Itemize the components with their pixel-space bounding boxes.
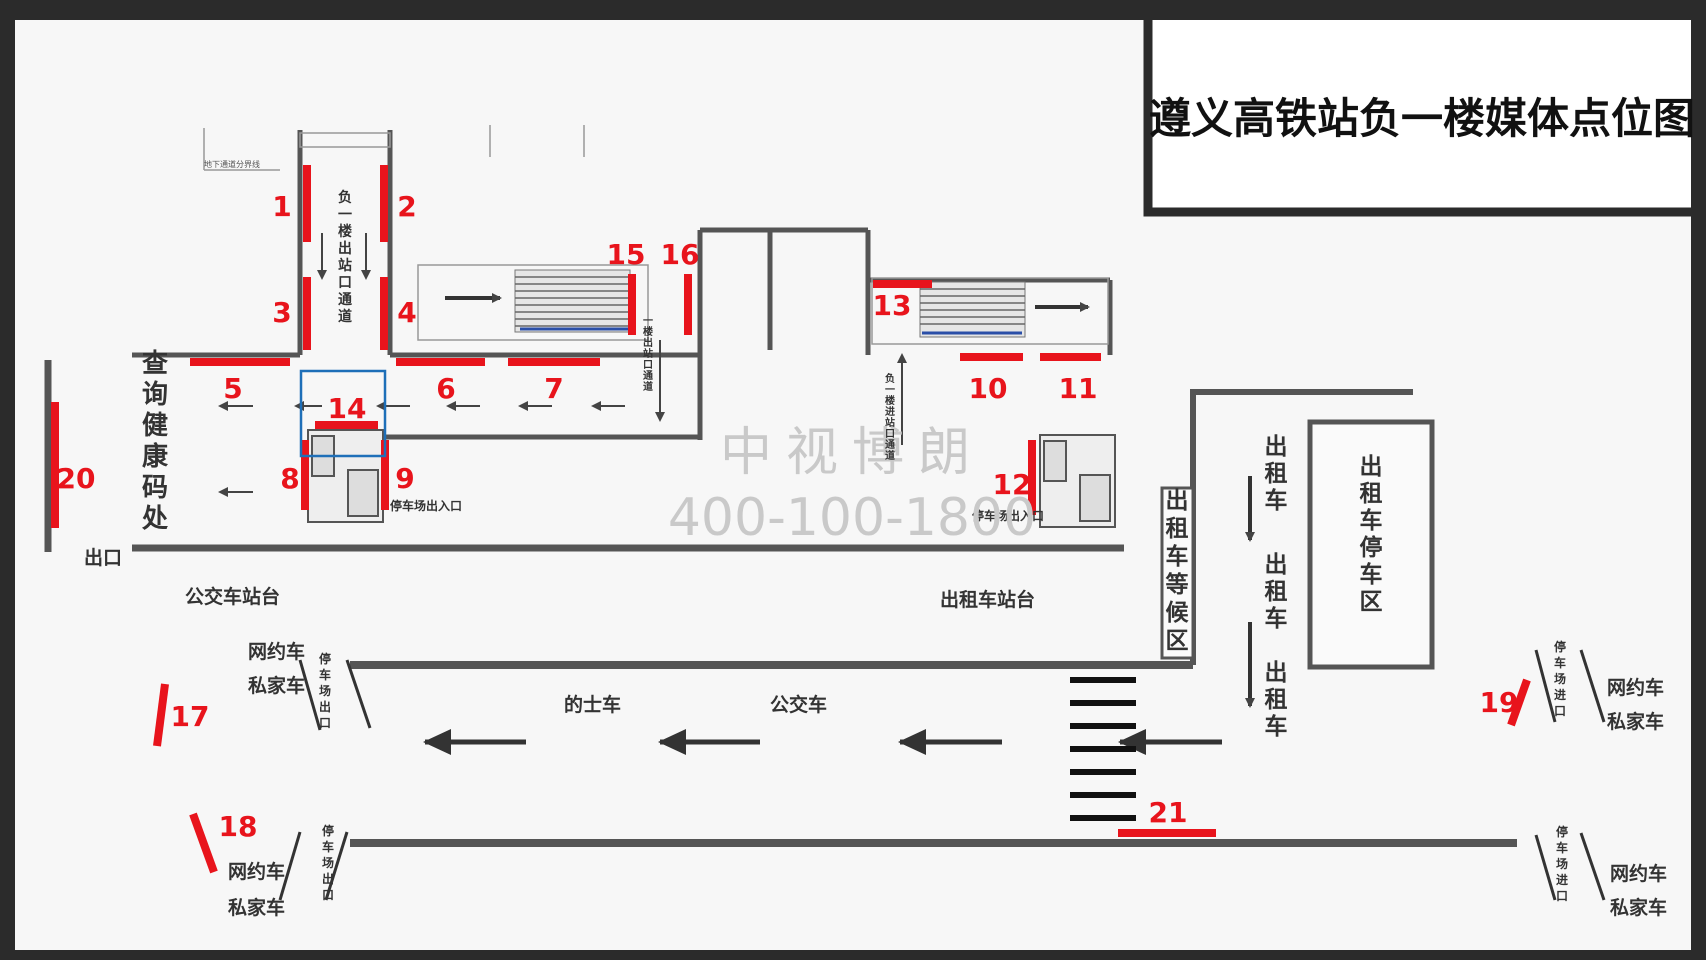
exit-channel-label: 负一楼出站口通道 [338,189,352,325]
media-markers [51,165,1531,874]
taxi-parking-box [1307,419,1435,670]
media-number-14: 14 [328,392,367,425]
media-number-19: 19 [1480,686,1519,719]
parking-exit-label-bottom: 停车场出口 [322,823,334,902]
private-car-label-right-bottom: 私家车 [1610,896,1667,919]
building-walls [44,130,1517,847]
light-outlines [203,125,1109,345]
taxi-waiting-label: 出租车等候区 [1166,488,1190,654]
ride-hailing-label-right-bottom: 网约车 [1610,862,1667,885]
media-number-3: 3 [272,296,291,329]
media-number-5: 5 [223,372,242,405]
ride-hailing-label-right-top: 网约车 [1607,676,1664,699]
media-marker-17 [153,683,169,747]
media-number-6: 6 [436,372,455,405]
media-number-18: 18 [219,810,258,843]
flow-arrows [218,233,907,497]
parking-entry-label-top: 停车场进口 [1554,639,1566,718]
taxi-parking-label: 出租车停车区 [1360,454,1383,615]
parking-gate-slashes [278,649,1606,901]
media-number-21: 21 [1149,796,1188,829]
media-number-16: 16 [661,238,700,271]
small-boundary-label: 地下通道分界线 [204,159,260,169]
watermark-phone: 400-100-1800 [668,488,1036,548]
media-number-9: 9 [395,462,414,495]
vertical-labels: 负一楼出站口通道一楼出站口通道负一楼进站口通道查询健康码处出租车等候区出租车停车… [141,189,1568,903]
bus-platform-label: 公交车站台 [185,585,280,608]
ride-hailing-label-left-bottom: 网约车 [228,860,285,883]
taxi-label-2: 出租车 [1265,552,1288,632]
escalator-left [514,269,631,333]
private-car-label-right-top: 私家车 [1607,710,1664,733]
entrance-channel-label: 负一楼进站口通道 [885,372,895,462]
media-marker-19 [1507,678,1531,727]
media-number-labels: 1 2 3 4 5 6 7 8 9 10 11 12 13 14 15 16 1… [57,190,1519,843]
map-title: 遵义高铁站负一楼媒体点位图 [1149,94,1695,143]
taxi-label-3: 出租车 [1265,660,1288,740]
media-number-17: 17 [171,700,210,733]
parking-gate-label-left: 停车场出入口 [390,498,462,513]
media-number-8: 8 [280,462,299,495]
ride-hailing-label-left-top: 网约车 [248,640,305,663]
title-box: 遵义高铁站负一楼媒体点位图 [1143,20,1695,217]
escalator-direction-arrows [445,293,1090,312]
media-number-10: 10 [969,372,1008,405]
taxi-platform-label: 出租车站台 [940,588,1035,611]
exit-label: 出口 [84,546,122,569]
watermark-company: 中视博朗 [720,423,984,483]
exit-channel-1f-label: 一楼出站口通道 [643,316,653,393]
escalator-right [919,281,1026,338]
private-car-label-left-top: 私家车 [248,674,305,697]
media-number-7: 7 [544,372,563,405]
health-code-label: 查询健康码处 [141,349,169,534]
stairwell-right [1039,434,1116,528]
highlight-box-14 [299,369,387,458]
bus-lane-label: 公交车 [770,693,827,716]
media-number-1: 1 [272,190,291,223]
stairwell-left [307,429,384,523]
media-number-12: 12 [993,468,1032,501]
media-marker-18 [189,812,218,874]
taxi-lane-label: 的士车 [564,693,621,716]
media-number-15: 15 [607,238,646,271]
media-number-11: 11 [1059,372,1098,405]
crosswalk [1070,677,1136,821]
media-number-13: 13 [873,289,912,322]
parking-gate-label-right: 停车场出入口 [972,508,1044,523]
taxi-waiting-box [1160,486,1195,660]
parking-exit-label-top: 停车场出口 [319,651,331,730]
media-number-2: 2 [397,190,416,223]
parking-entry-label-bottom: 停车场进口 [1556,824,1568,903]
media-number-4: 4 [397,296,416,329]
taxi-label-1: 出租车 [1265,434,1288,514]
media-number-20: 20 [57,462,96,495]
private-car-label-left-bottom: 私家车 [228,896,285,919]
